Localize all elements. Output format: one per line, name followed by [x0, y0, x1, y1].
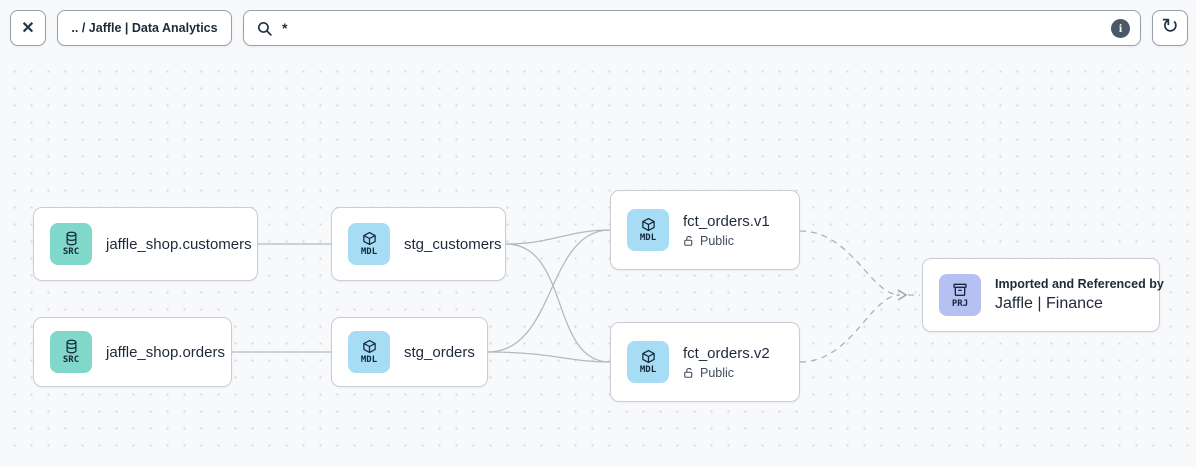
node-stg-orders[interactable]: MDL stg_orders [331, 317, 488, 387]
access-row: Public [683, 366, 770, 380]
badge-label: PRJ [951, 298, 969, 309]
source-badge: SRC [50, 223, 92, 265]
edge-fct-v2-project [799, 294, 901, 363]
database-icon [66, 339, 76, 354]
search-box[interactable]: i [243, 10, 1141, 46]
info-icon-glyph: i [1118, 20, 1123, 35]
access-row: Public [683, 234, 770, 248]
archive-box-icon [953, 283, 967, 296]
lock-open-icon [684, 235, 693, 246]
cube-icon [641, 349, 655, 364]
node-stg-customers[interactable]: MDL stg_customers [331, 207, 506, 281]
edge-stg-orders-fct-v2 [487, 351, 611, 363]
node-fct-orders-v1[interactable]: MDL fct_orders.v1 Public [610, 190, 800, 270]
edge-arrowhead [897, 289, 908, 301]
project-subtitle: Imported and Referenced by [995, 277, 1164, 291]
close-icon: ✕ [21, 20, 35, 37]
info-icon[interactable]: i [1111, 18, 1130, 38]
source-badge: SRC [50, 331, 92, 373]
database-icon [66, 231, 76, 246]
edge-stg-customers-fct-v1 [505, 229, 611, 245]
model-badge: MDL [627, 341, 669, 383]
node-project-jaffle-finance[interactable]: PRJ Imported and Referenced by Jaffle | … [922, 258, 1164, 332]
search-icon [257, 21, 272, 36]
search-input[interactable] [282, 20, 1111, 36]
node-jaffle-shop-customers[interactable]: SRC jaffle_shop.customers [33, 207, 258, 281]
breadcrumb[interactable]: .. / Jaffle | Data Analytics [57, 10, 232, 46]
access-label: Public [700, 365, 735, 380]
lock-open-icon [684, 367, 693, 378]
model-badge: MDL [348, 223, 390, 265]
badge-label: MDL [639, 233, 657, 243]
badge-label: MDL [360, 247, 378, 257]
node-title: stg_customers [404, 235, 502, 253]
refresh-icon: ↻ [1161, 15, 1179, 38]
edge-fct-v1-project [799, 230, 901, 296]
edge-stg-customers-fct-v2 [505, 243, 611, 363]
node-fct-orders-v2[interactable]: MDL fct_orders.v2 Public [610, 322, 800, 402]
close-button[interactable]: ✕ [10, 10, 46, 46]
badge-label: MDL [360, 355, 378, 365]
project-title: Jaffle | Finance [995, 295, 1103, 312]
node-title: jaffle_shop.customers [106, 235, 252, 253]
node-title: fct_orders.v2 [683, 344, 770, 362]
node-title: stg_orders [404, 343, 475, 361]
cube-icon [362, 231, 376, 246]
model-badge: MDL [627, 209, 669, 251]
cube-icon [641, 217, 655, 232]
model-badge: MDL [348, 331, 390, 373]
edge-stg-orders-fct-v1 [487, 229, 611, 353]
badge-label: SRC [62, 355, 80, 365]
node-title: jaffle_shop.orders [106, 343, 225, 361]
toolbar: ✕ .. / Jaffle | Data Analytics i ↻ [0, 0, 1196, 57]
project-badge: PRJ [939, 274, 981, 316]
node-jaffle-shop-orders[interactable]: SRC jaffle_shop.orders [33, 317, 232, 387]
access-label: Public [700, 233, 735, 248]
breadcrumb-label: .. / Jaffle | Data Analytics [71, 21, 218, 35]
node-title: fct_orders.v1 [683, 212, 770, 230]
refresh-button[interactable]: ↻ [1152, 10, 1188, 46]
cube-icon [362, 339, 376, 354]
badge-label: MDL [639, 365, 657, 375]
badge-label: SRC [62, 247, 80, 257]
